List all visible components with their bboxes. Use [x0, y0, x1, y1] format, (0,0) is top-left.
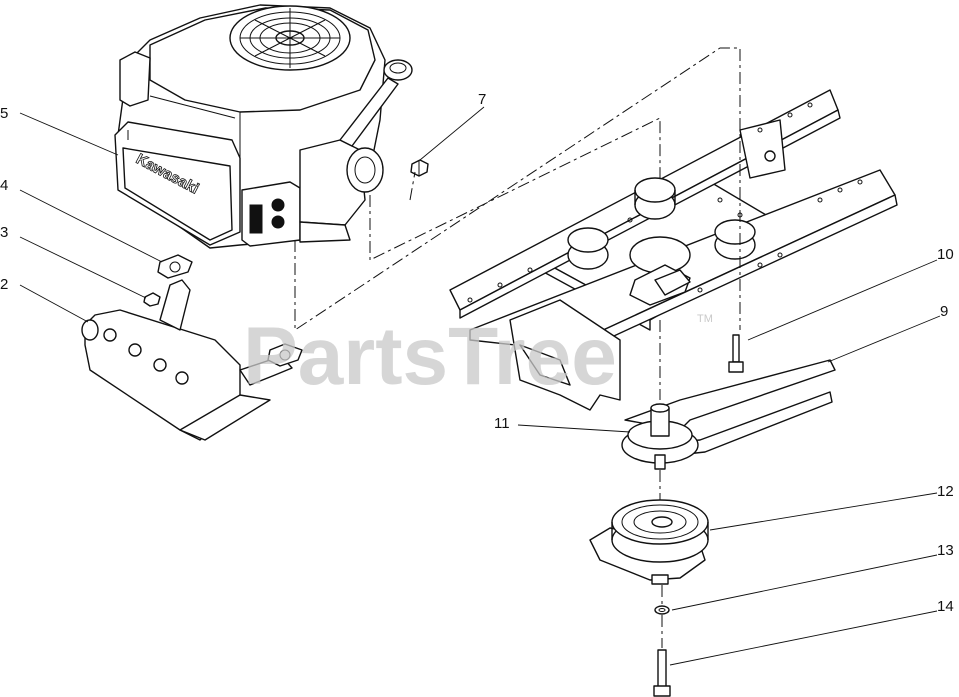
bolt-14: [653, 649, 671, 697]
control-panel-icon: [249, 204, 263, 234]
callout-11: 11: [494, 415, 510, 432]
frame-assembly: [449, 89, 898, 411]
callout-3: 3: [0, 224, 8, 241]
exhaust-nut-3: [143, 292, 161, 307]
callout-4: 4: [0, 177, 8, 194]
leader-lines: [19, 106, 941, 666]
pulley-11: [621, 403, 699, 470]
frame-holes: [467, 102, 863, 303]
electric-clutch-12: [589, 499, 709, 585]
exhaust-gasket-4: [157, 254, 193, 279]
callout-14: 14: [937, 598, 954, 615]
callout-9: 9: [940, 303, 948, 320]
callout-5: 5: [0, 105, 8, 122]
callout-13: 13: [937, 542, 954, 559]
nut-7: [410, 159, 429, 177]
watermark-trademark: TM: [697, 313, 713, 325]
callout-2: 2: [0, 276, 8, 293]
exhaust-gasket-right: [267, 343, 303, 367]
isolator-mounts: [567, 177, 756, 306]
muffler: [81, 279, 293, 441]
assembly-centerlines: [294, 47, 741, 648]
bolt-10: [728, 334, 744, 373]
callout-labels: 5 4 3 2 7 10 9 11 12 13 14: [0, 91, 954, 615]
callout-7: 7: [478, 91, 486, 108]
watermark: PartsTree TM: [243, 311, 713, 402]
engine: Kawasaki: [114, 4, 413, 249]
washer-13: [654, 605, 670, 615]
watermark-text: PartsTree: [243, 311, 617, 402]
callout-12: 12: [937, 483, 954, 500]
callout-10: 10: [937, 246, 954, 263]
